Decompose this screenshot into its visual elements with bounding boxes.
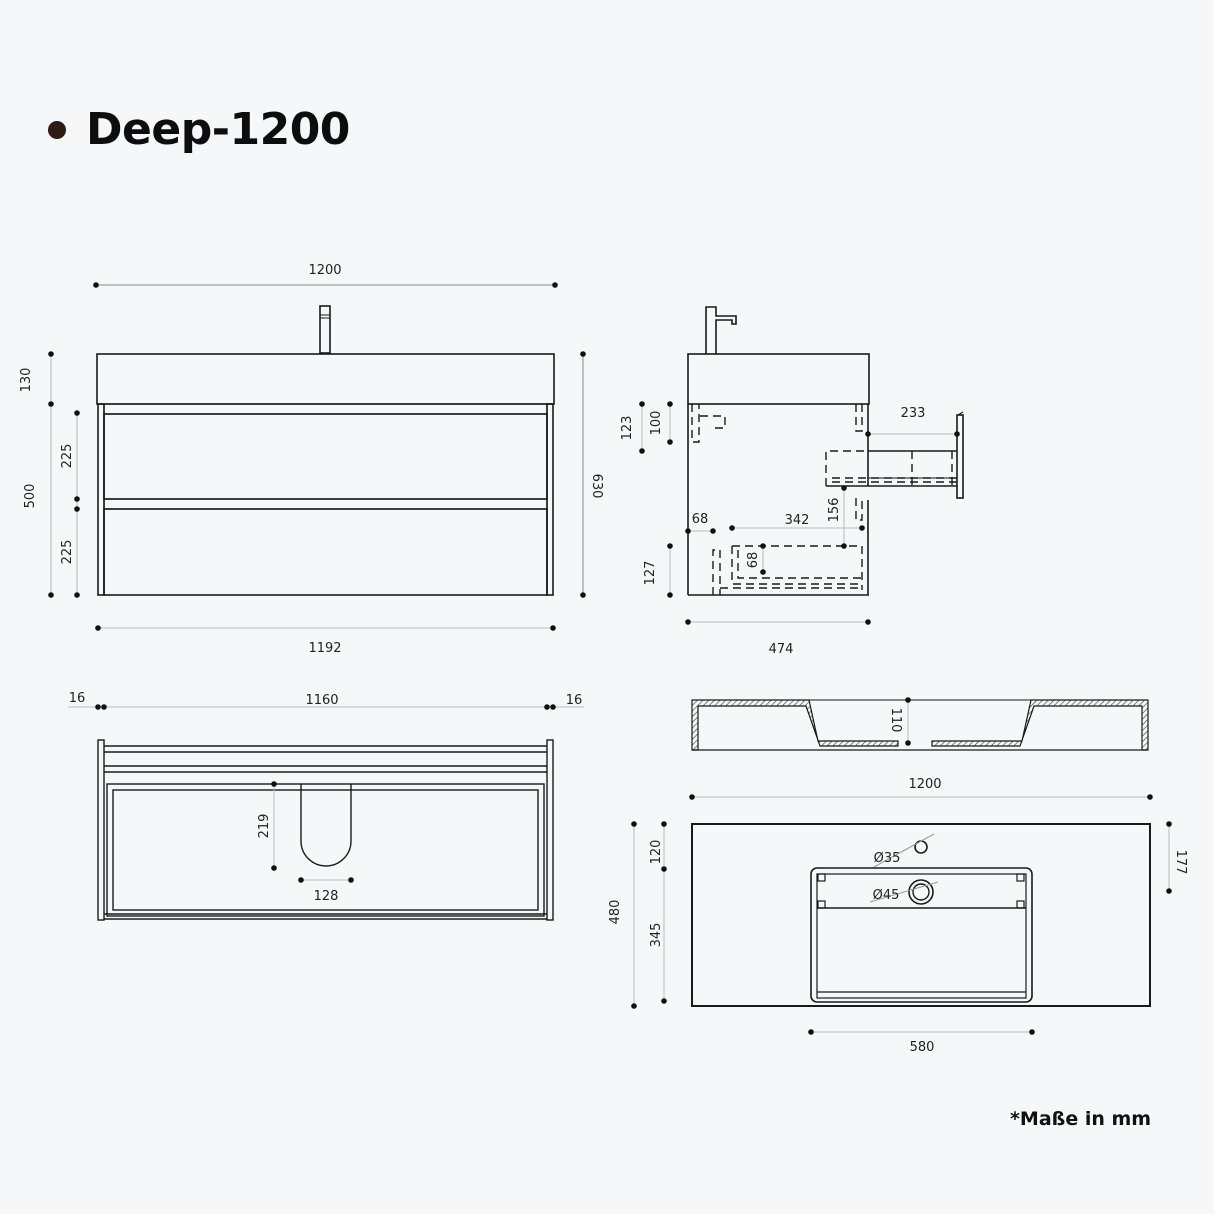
- dim-drawer-extension: 233: [901, 406, 926, 421]
- dim-side-left: 16: [69, 691, 86, 706]
- dim-tap-hole: Ø35: [874, 851, 901, 866]
- faucet-icon: [319, 305, 331, 354]
- side-view: [687, 306, 964, 596]
- dim-cutout-depth: 219: [257, 814, 272, 839]
- dim-basin-length: 345: [649, 923, 664, 948]
- basin-section-view: 110: [691, 697, 1149, 751]
- basin-top-dimensions: Ø35 Ø45 1200 480 120 345 177 580: [608, 777, 1188, 1055]
- dim-basin-width: 580: [910, 1040, 935, 1055]
- faucet-side-icon: [705, 306, 737, 354]
- dim-basin-depth: 110: [888, 708, 903, 733]
- basin-bowl: [810, 867, 1033, 1003]
- dim-tap-offset: 177: [1173, 850, 1188, 875]
- basin-top-view: [691, 823, 1151, 1007]
- top-cabinet-view: [97, 739, 554, 921]
- dim-68-vertical: 68: [746, 552, 761, 569]
- dim-cutout-width: 128: [314, 889, 339, 904]
- dim-100: 100: [649, 411, 664, 436]
- drawer-bottom: [103, 508, 548, 596]
- front-dimensions: 1200 1192 130 500 225 225 630: [19, 263, 604, 656]
- bullet-icon: [48, 120, 66, 139]
- top-cabinet-dimensions: 16 1160 16 219 128: [68, 691, 584, 904]
- siphon-cutout: [300, 784, 352, 867]
- front-view: [96, 305, 555, 596]
- dim-top-width: 1200: [908, 777, 941, 792]
- side-dimensions: 474 233 123 100 68 342 156 68 127: [620, 401, 960, 657]
- dim-156: 156: [827, 498, 842, 523]
- units-footnote: *Maße in mm: [1010, 1108, 1152, 1130]
- dim-width-top: 1200: [308, 263, 341, 278]
- title-block: Deep-1200: [48, 104, 350, 155]
- dim-342: 342: [785, 513, 810, 528]
- page-title: Deep-1200: [86, 104, 350, 155]
- dim-drawer-bottom: 225: [60, 540, 75, 565]
- dim-height-basin: 130: [19, 368, 34, 393]
- dim-68-horizontal: 68: [692, 512, 709, 527]
- dim-front-to-basin: 120: [649, 840, 664, 865]
- dim-drain-hole: Ø45: [873, 888, 900, 903]
- dim-height-body: 500: [23, 484, 38, 509]
- side-hidden-lines: [691, 404, 957, 595]
- dim-drawer-top: 225: [60, 444, 75, 469]
- dim-127: 127: [643, 561, 658, 586]
- dim-top-depth: 480: [608, 900, 623, 925]
- basin-front: [96, 353, 555, 405]
- tap-hole-icon: [914, 840, 928, 854]
- dim-width-bottom: 1192: [308, 641, 341, 656]
- dim-123: 123: [620, 416, 635, 441]
- dim-side-right: 16: [566, 693, 583, 708]
- dim-height-total: 630: [589, 474, 604, 499]
- drawer-top: [103, 413, 548, 500]
- dim-depth: 474: [769, 642, 794, 657]
- drain-icon: [908, 879, 934, 905]
- dim-inner-width: 1160: [305, 693, 338, 708]
